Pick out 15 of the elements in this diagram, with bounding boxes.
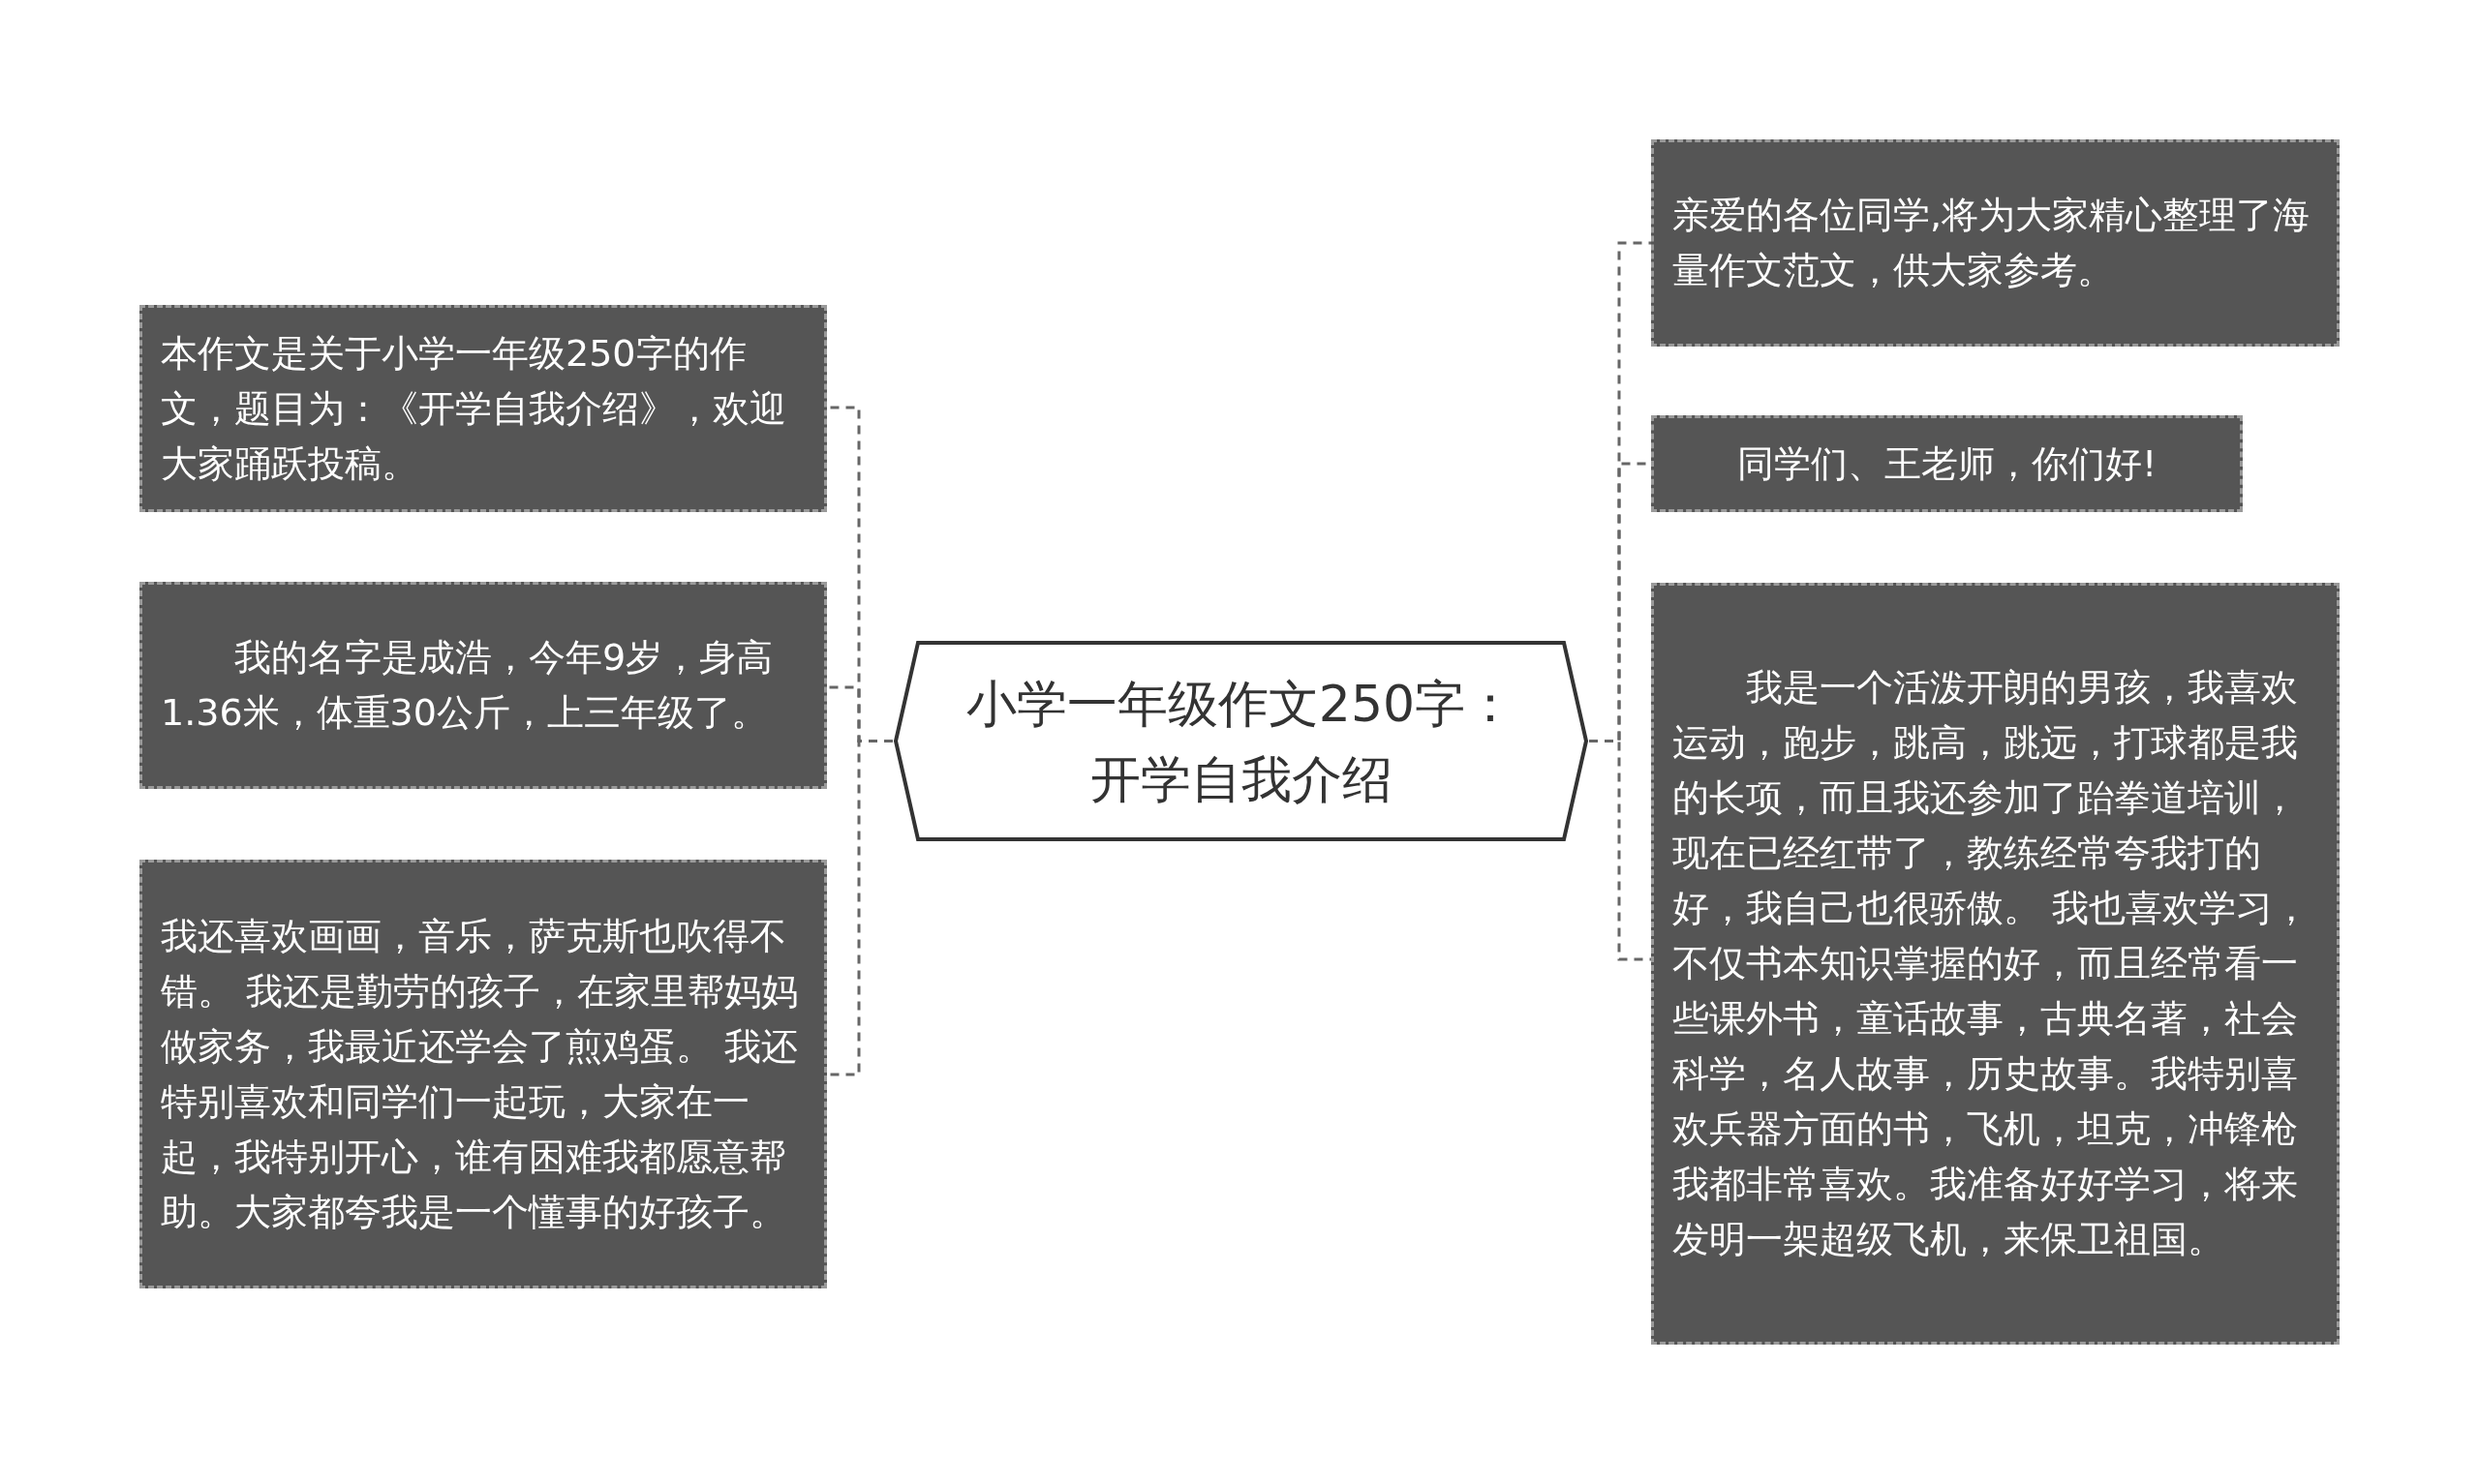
central-topic-hexagon: [893, 640, 1589, 842]
text-card: [1651, 139, 2340, 347]
paragraph-text: 我的名字是成浩，今年9岁，身高1.36米，体重30公斤，上三年级了。: [161, 635, 775, 736]
paragraph-text: 同学们、王老师，你们好!: [1735, 440, 2158, 487]
text-card: [1651, 415, 2243, 512]
paragraph-text: 亲爱的各位同学,将为大家精心整理了海量作文范文，供大家参考。: [1672, 193, 2311, 293]
text-card: [139, 860, 827, 1288]
text-card: [1651, 583, 2340, 1345]
text-card: [139, 305, 827, 512]
paragraph-text: 本作文是关于小学一年级250字的作文，题目为：《开学自我介绍》，欢迎大家踊跃投稿。: [161, 330, 787, 487]
topic-title: 小学一年级作文250字：开学自我介绍: [964, 673, 1517, 810]
text-card: [139, 582, 827, 789]
connector: [1589, 740, 1651, 961]
paragraph-text: 我是一个活泼开朗的男孩，我喜欢运动，跑步，跳高，跳远，打球都是我的长项，而且我还参加了跆拳道培训，现在已经红带了，教练经常夸我打的好，我自己也很骄傲。 我也喜欢学习，不仅书本知识掌握的好，而且经常看一些课外书，童话故事，古典名著，社会科学，名人故事，历史故事。我特别喜欢兵器方面的书，飞机，坦克，冲锋枪我都非常喜欢。我准备好好学习，将来发明一架超级飞机，来保卫祖国。: [1672, 665, 2311, 1262]
paragraph-text: 我还喜欢画画，音乐，萨克斯也吹得不错。 我还是勤劳的孩子，在家里帮妈妈做家务，我最近还学会了煎鸡蛋。 我还特别喜欢和同学们一起玩，大家在一起，我特别开心，谁有困难我都愿意帮助。大家都夸我是一个懂事的好孩子。: [161, 913, 800, 1235]
